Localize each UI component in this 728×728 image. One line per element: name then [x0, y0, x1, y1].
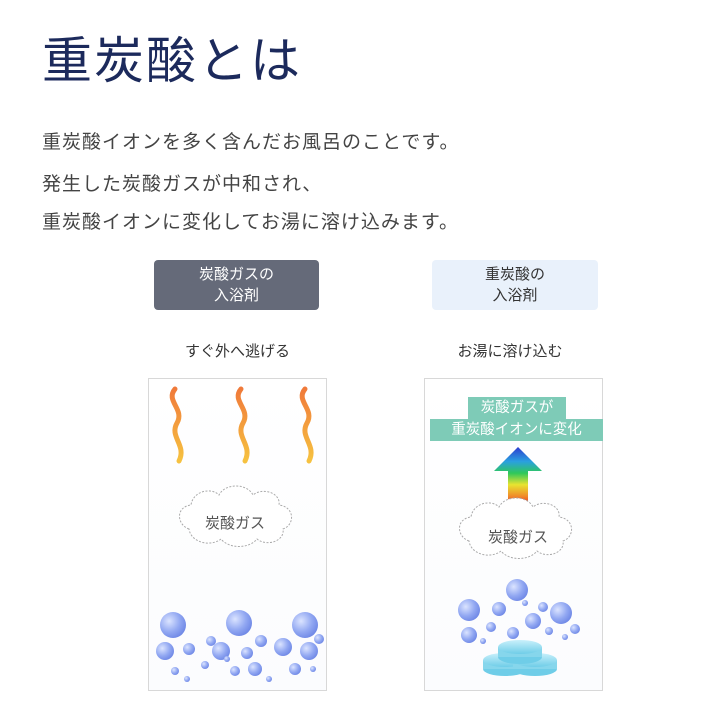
description-line-2: 発生した炭酸ガスが中和され、: [42, 173, 323, 195]
cloud-icon: [179, 485, 292, 547]
left-illustration-panel: [148, 378, 327, 691]
left-cloud-label: 炭酸ガス: [204, 514, 265, 532]
left-caption: すぐ外へ逃げる: [184, 342, 290, 360]
wave-icon: [299, 386, 314, 464]
left-label-line-1: 炭酸ガスの: [198, 265, 274, 283]
left-product-label: 炭酸ガスの 入浴剤: [154, 260, 319, 310]
right-illustration: [458, 447, 580, 676]
right-product-label: 重炭酸の 入浴剤: [432, 260, 598, 310]
escaping-gas-wave-icons: [169, 386, 314, 464]
tablet-icon: [498, 640, 542, 664]
description-line-3: 重炭酸イオンに変化してお湯に溶け込みます。: [42, 211, 459, 233]
right-label-line-2: 入浴剤: [492, 286, 538, 304]
page-title: 重炭酸とは: [42, 32, 302, 90]
tablet-icons: [483, 640, 557, 676]
upward-arrow-icon: [494, 447, 542, 505]
right-label-line-1: 重炭酸の: [484, 265, 545, 283]
right-caption: お湯に溶け込む: [457, 342, 563, 360]
right-illustration-panel: [424, 378, 603, 691]
wave-icon: [235, 386, 250, 464]
description-line-1: 重炭酸イオンを多く含んだお風呂のことです。: [42, 131, 460, 153]
left-label-line-2: 入浴剤: [213, 286, 259, 304]
bubble-icons: [458, 579, 580, 644]
change-label-line-2: 重炭酸イオンに変化: [430, 419, 603, 441]
cloud-icon: [459, 497, 572, 559]
left-illustration: [156, 386, 324, 682]
bubble-icons: [156, 610, 324, 682]
right-cloud-label: 炭酸ガス: [487, 528, 548, 546]
change-label-line-1: 炭酸ガスが: [468, 397, 566, 419]
wave-icon: [169, 386, 184, 464]
